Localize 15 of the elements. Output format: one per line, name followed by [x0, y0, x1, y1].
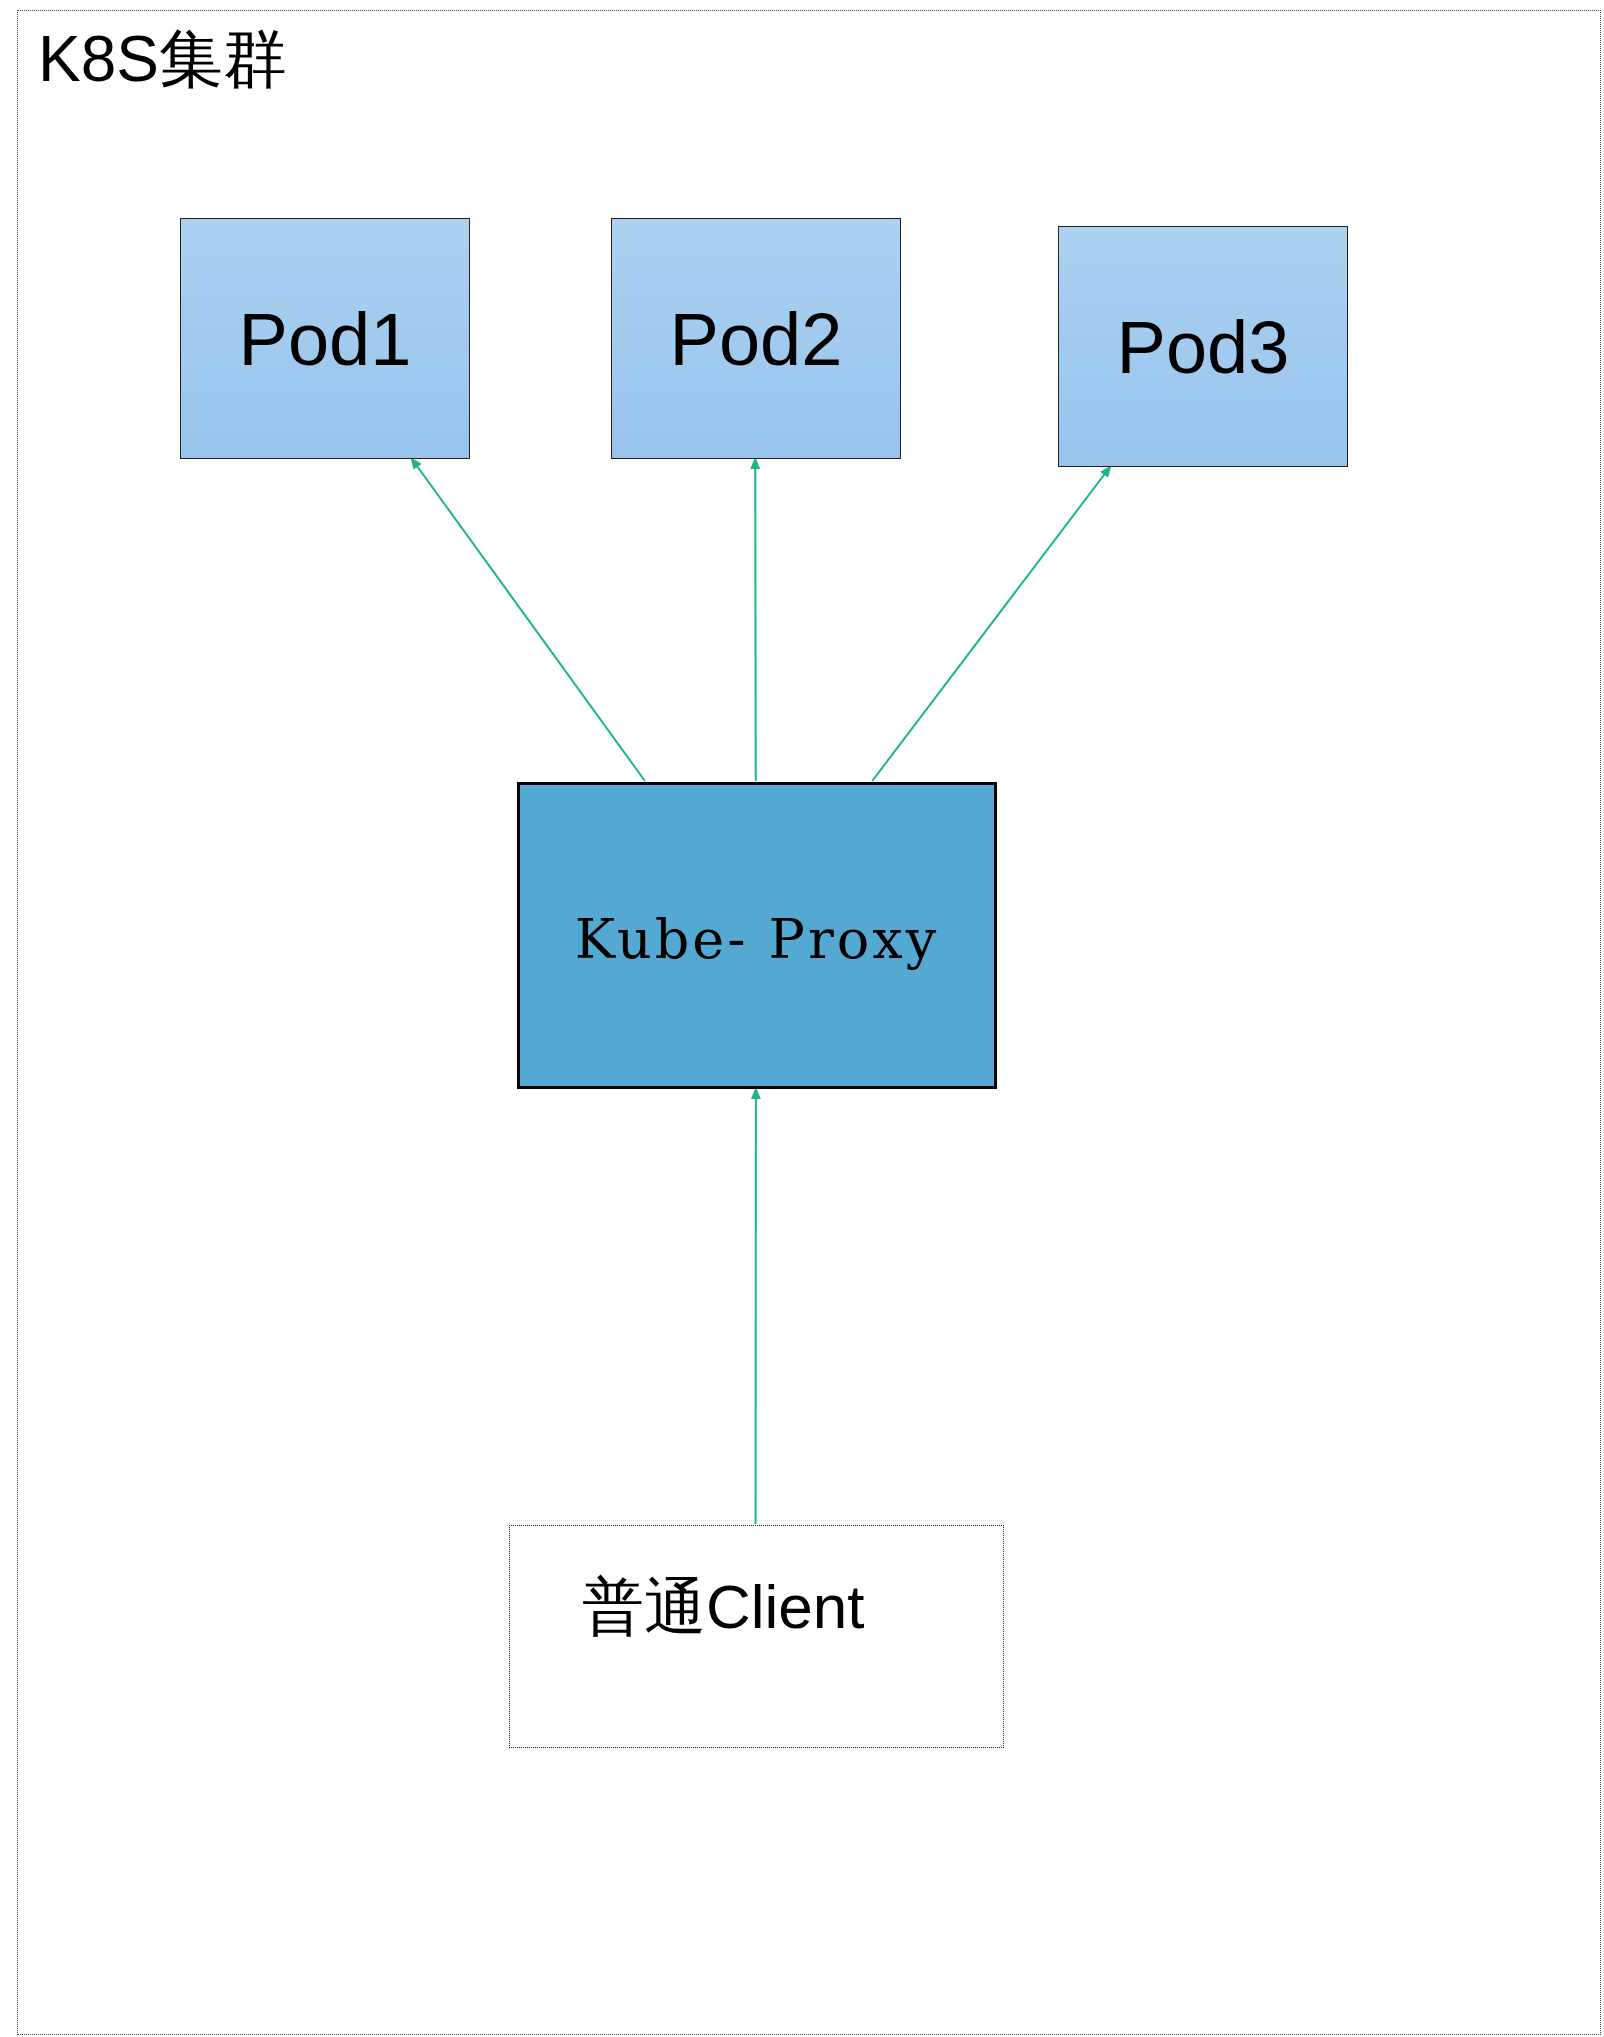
pod-box	[180, 218, 470, 459]
cluster-frame	[17, 10, 1601, 2035]
pod-box	[1058, 226, 1348, 467]
pod-label: Pod2	[668, 303, 844, 377]
cluster-title: K8S集群	[38, 27, 287, 91]
client-label: 普通Client	[582, 1576, 865, 1638]
arrow	[750, 1087, 761, 1525]
arrow	[410, 457, 646, 782]
proxy-box	[517, 782, 997, 1089]
pod-box	[611, 218, 901, 459]
client-box	[509, 1525, 1004, 1748]
pod-label: Pod3	[1115, 311, 1291, 385]
arrow	[750, 457, 761, 782]
pod-label: Pod1	[237, 303, 413, 377]
arrow	[871, 465, 1112, 782]
